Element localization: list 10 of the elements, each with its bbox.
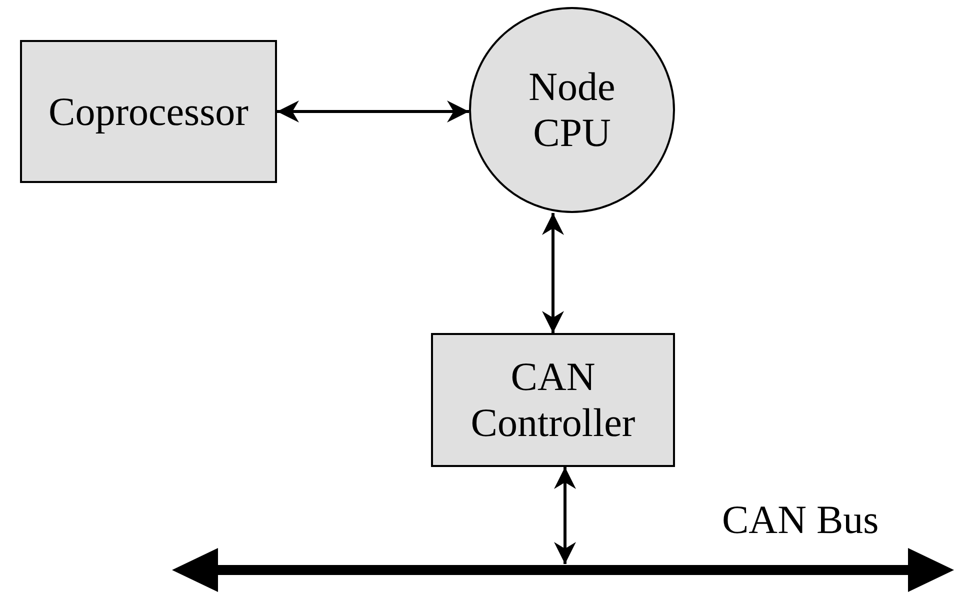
node-label: Coprocessor: [48, 88, 250, 134]
node-label: CAN Controller: [470, 354, 636, 446]
double-arrow: [277, 100, 469, 122]
process-box: [20, 40, 277, 183]
bus-label: CAN Bus: [722, 500, 879, 540]
process-box: [431, 333, 675, 467]
bus-double-arrow: [172, 548, 954, 592]
node-label: Node CPU: [528, 64, 616, 156]
double-arrow: [554, 467, 576, 564]
double-arrow: [542, 213, 564, 333]
